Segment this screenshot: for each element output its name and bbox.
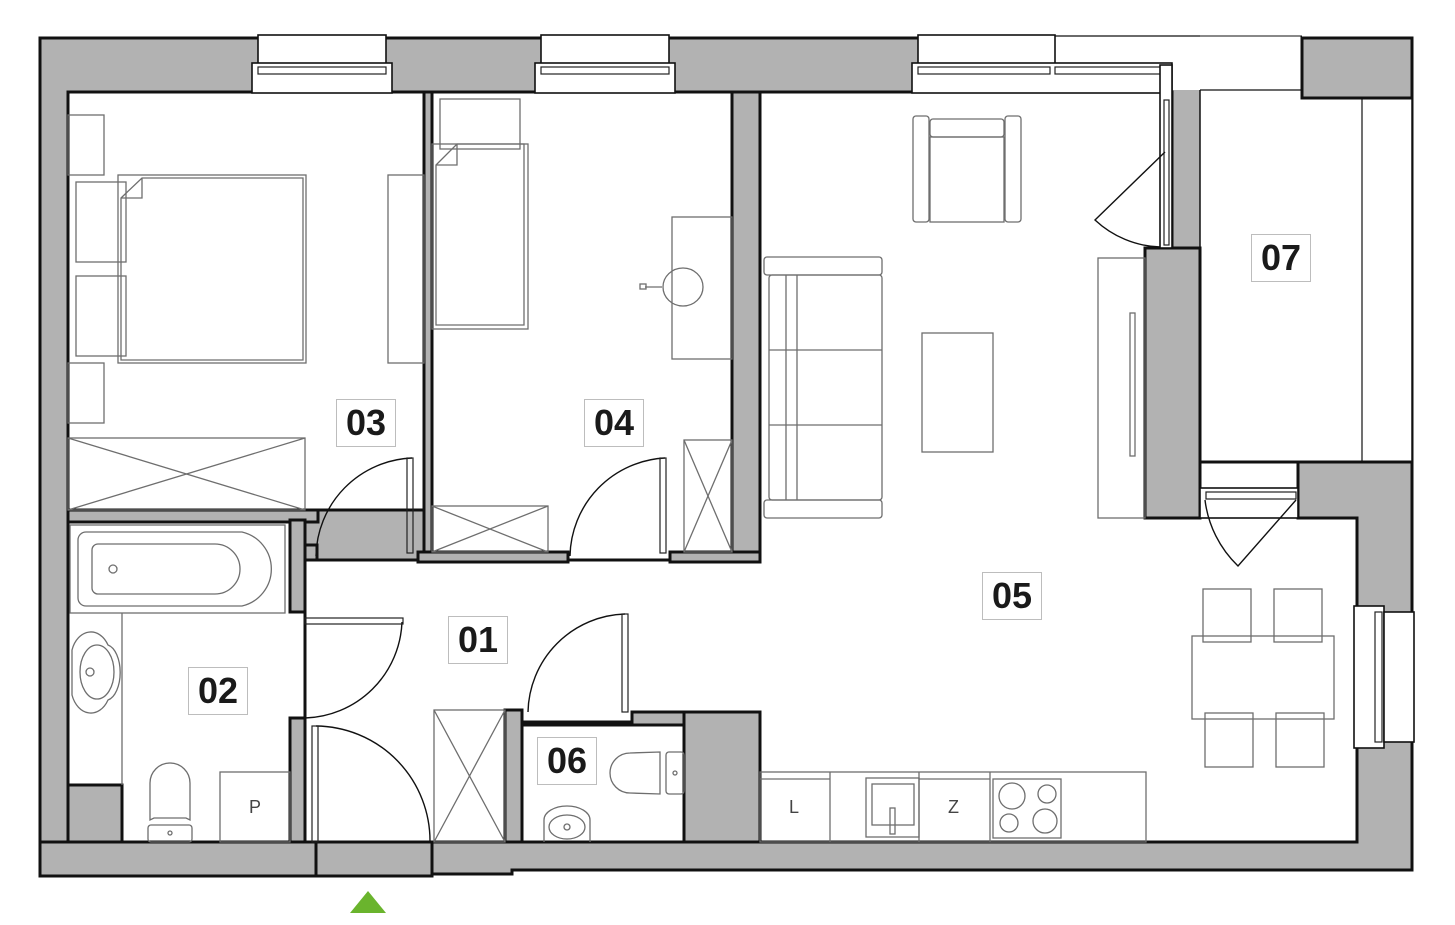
room-label-04: 04: [584, 399, 644, 447]
room-label-05: 05: [982, 572, 1042, 620]
room-label-02: 02: [188, 667, 248, 715]
bedroom-04-furniture: [431, 98, 733, 553]
hallway-wardrobe: [433, 709, 506, 843]
room-label-06: 06: [537, 737, 597, 785]
living-room-furniture: [759, 115, 1335, 843]
windows: [251, 34, 1415, 749]
room-label-01: 01: [448, 616, 508, 664]
bedroom-03-furniture: [67, 114, 425, 511]
entrance-triangle-icon: [350, 891, 386, 913]
fridge-label: Z: [948, 797, 959, 817]
wc-fixtures: [543, 751, 685, 842]
room-label-03: 03: [336, 399, 396, 447]
washing-machine-label: P: [249, 797, 262, 817]
dishwasher-label: L: [789, 797, 800, 817]
doors: [304, 151, 1297, 843]
bathroom-fixtures: [69, 524, 291, 843]
room-label-07: 07: [1251, 234, 1311, 282]
